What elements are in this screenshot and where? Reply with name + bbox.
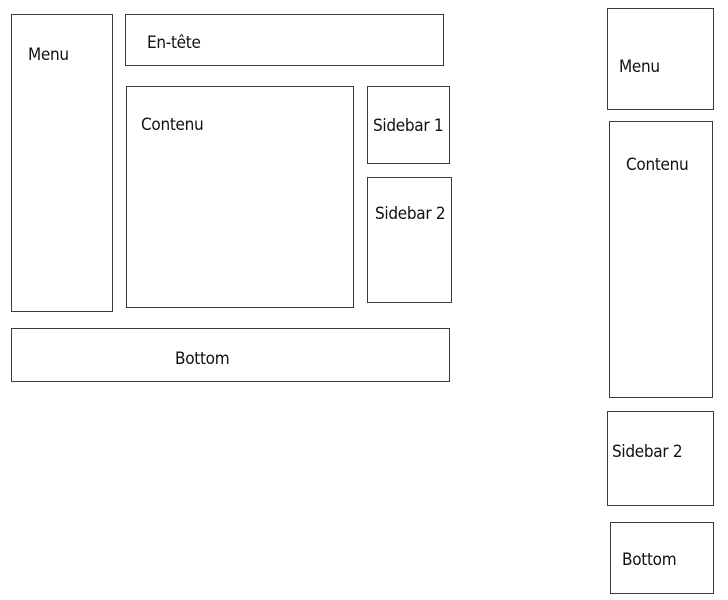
mobile-menu-box: Menu [607,8,714,110]
mobile-menu-label: Menu [619,57,660,77]
mobile-bottom-label: Bottom [622,550,677,570]
mobile-sidebar-2-label: Sidebar 2 [612,442,683,462]
mobile-bottom-box: Bottom [610,522,714,594]
desktop-bottom-box: Bottom [11,328,450,382]
mobile-sidebar-2-box: Sidebar 2 [607,411,714,506]
mobile-content-label: Contenu [626,155,689,175]
desktop-content-box: Contenu [126,86,354,308]
desktop-sidebar-2-box: Sidebar 2 [367,177,452,303]
desktop-sidebar-1-label: Sidebar 1 [373,116,444,136]
desktop-sidebar-1-box: Sidebar 1 [367,86,450,164]
desktop-content-label: Contenu [141,115,204,135]
desktop-header-box: En-tête [125,14,444,66]
desktop-sidebar-2-label: Sidebar 2 [375,204,446,224]
mobile-content-box: Contenu [609,121,713,398]
desktop-menu-box: Menu [11,14,113,312]
desktop-bottom-label: Bottom [175,349,230,369]
desktop-header-label: En-tête [147,33,201,53]
desktop-menu-label: Menu [28,45,69,65]
